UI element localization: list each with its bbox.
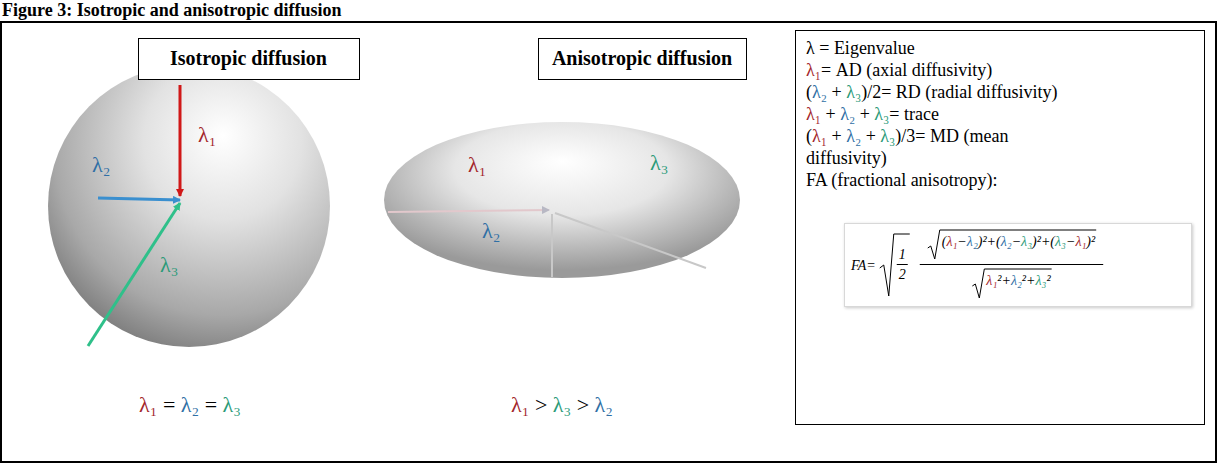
eigen-symbol: λ₃ bbox=[553, 392, 571, 417]
formula-term: λ₁²+λ₂²+λ₃² bbox=[986, 272, 1050, 289]
eigen-symbol: λ₃ bbox=[1036, 273, 1047, 288]
formula-term: 1 bbox=[899, 246, 906, 263]
fraction-bar bbox=[920, 264, 1103, 265]
legend-line: λ = Eigenvalue bbox=[806, 37, 1081, 59]
eigen-symbol: λ₂ bbox=[595, 392, 613, 417]
eigenvalue-label: λ₃ bbox=[650, 150, 668, 176]
axis-faded bbox=[551, 214, 553, 277]
eigenvalue-label: λ₃ bbox=[160, 252, 178, 278]
eigen-symbol: λ₂ bbox=[181, 392, 199, 417]
radical-sign bbox=[928, 230, 1096, 259]
eigen-symbol: λ₁ bbox=[806, 104, 821, 124]
radical-sign bbox=[972, 269, 1051, 298]
legend-line: λ₁= AD (axial diffusivity) bbox=[806, 59, 1081, 81]
eigen-symbol: λ₁ bbox=[468, 152, 486, 177]
eigenvalue-label: λ₂ bbox=[92, 152, 110, 178]
eigen-symbol: λ₁ bbox=[812, 126, 827, 146]
eigen-symbol: λ₃ bbox=[846, 82, 861, 102]
formula-term: 2 bbox=[899, 266, 906, 283]
legend-line: (λ₂ + λ₃)/2= RD (radial diffusivity) bbox=[806, 81, 1081, 103]
eigenvalue-label: λ₁ bbox=[468, 152, 486, 178]
eigen-symbol: λ₂ bbox=[967, 234, 978, 249]
radical-sign bbox=[880, 234, 910, 296]
arrow-red bbox=[179, 85, 182, 196]
fraction-bar bbox=[897, 264, 908, 265]
eigen-symbol: λ₁ bbox=[1075, 234, 1086, 249]
heading-text: Anisotropic diffusion bbox=[552, 47, 732, 70]
sphere bbox=[48, 65, 330, 347]
equation-label: λ₁ = λ₂ = λ₃ bbox=[139, 392, 241, 418]
ellipsoid bbox=[384, 122, 740, 278]
eigen-symbol: λ₂ bbox=[92, 152, 110, 177]
eigen-symbol: λ₃ bbox=[160, 252, 178, 277]
eigen-symbol: λ₃ bbox=[1021, 234, 1032, 249]
eigen-symbol: λ₂ bbox=[1011, 273, 1022, 288]
eigen-symbol: λ₂ bbox=[1001, 234, 1012, 249]
eigen-symbol: λ₁ bbox=[198, 122, 216, 147]
eigen-symbol: λ₃ bbox=[880, 126, 895, 146]
formula-term: (λ₁−λ₂)²+(λ₂−λ₃)²+(λ₃−λ₁)² bbox=[942, 233, 1095, 250]
legend-line: λ₁ + λ₂ + λ₃= trace bbox=[806, 103, 1081, 125]
eigen-symbol: λ₃ bbox=[223, 392, 241, 417]
eigen-symbol: λ₁ bbox=[511, 392, 529, 417]
eigen-symbol: λ₁ bbox=[946, 234, 957, 249]
formula-box: FA= 1 2 (λ₁−λ₂)²+(λ₂−λ₃)²+(λ₃−λ₁)² λ₁²+λ₂²+λ… bbox=[844, 223, 1192, 307]
formula-term: FA= bbox=[851, 257, 876, 274]
eigen-symbol: λ₃ bbox=[874, 104, 889, 124]
legend-box: λ = Eigenvalueλ₁= AD (axial diffusivity)… bbox=[795, 30, 1205, 425]
eigen-symbol: λ₁ bbox=[806, 60, 821, 80]
heading-box: Anisotropic diffusion bbox=[538, 38, 747, 80]
heading-text: Isotropic diffusion bbox=[170, 47, 327, 70]
eigen-symbol: λ₃ bbox=[650, 150, 668, 175]
figure-title: Figure 3: Isotropic and anisotropic diff… bbox=[2, 0, 342, 21]
axis-faded bbox=[555, 213, 706, 268]
eigen-symbol: λ₁ bbox=[986, 273, 997, 288]
arrow-blue bbox=[98, 198, 180, 200]
arrow-green bbox=[88, 203, 180, 346]
legend-line: (λ₁ + λ₂ + λ₃)/3= MD (mean diffusivity) bbox=[806, 125, 1081, 169]
legend-line: FA (fractional anisotropy): bbox=[806, 169, 1081, 191]
eigen-symbol: λ₂ bbox=[812, 82, 827, 102]
figure-frame bbox=[1, 22, 1216, 462]
eigen-symbol: λ₂ bbox=[840, 104, 855, 124]
eigenvalue-label: λ₁ bbox=[198, 122, 216, 148]
eigen-symbol: λ₃ bbox=[1055, 234, 1066, 249]
heading-box: Isotropic diffusion bbox=[138, 38, 360, 80]
equation-label: λ₁ > λ₃ > λ₂ bbox=[511, 392, 613, 418]
arrow-faded bbox=[388, 210, 549, 212]
eigen-symbol: λ₁ bbox=[139, 392, 157, 417]
eigen-symbol: λ₂ bbox=[482, 218, 500, 243]
eigenvalue-label: λ₂ bbox=[482, 218, 500, 244]
eigen-symbol: λ₂ bbox=[846, 126, 861, 146]
